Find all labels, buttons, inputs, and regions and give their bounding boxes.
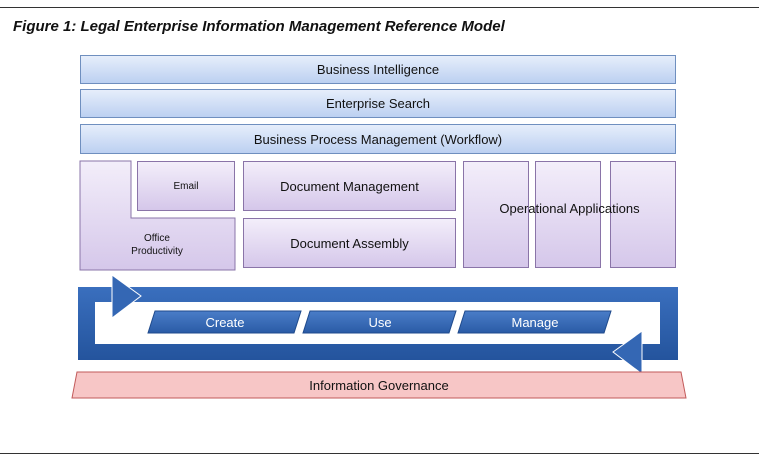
manage-step-label: Manage	[511, 314, 559, 330]
email-box: Email	[137, 161, 235, 211]
create-step-label: Create	[205, 314, 245, 330]
loop-arrow-top-left	[111, 274, 142, 320]
operational-app-column-3	[610, 161, 676, 268]
operational-app-column-2	[535, 161, 601, 268]
office-productivity-label: Office Productivity	[131, 233, 183, 257]
manage-step-shape	[457, 310, 612, 334]
create-step-shape	[147, 310, 302, 334]
document-assembly-box: Document Assembly	[243, 218, 456, 268]
operational-applications-label: Operational Applications	[499, 201, 640, 216]
top-rule	[0, 7, 759, 8]
information-governance-shape	[71, 371, 687, 399]
document-management-box: Document Management	[243, 161, 456, 211]
information-governance-label: Information Governance	[309, 377, 449, 393]
bottom-rule	[0, 453, 759, 454]
use-step-label: Use	[368, 314, 392, 330]
use-step-shape	[302, 310, 457, 334]
operational-app-column-1	[463, 161, 529, 268]
figure-caption: Figure 1: Legal Enterprise Information M…	[13, 18, 505, 35]
enterprise-search-bar: Enterprise Search	[80, 89, 676, 118]
loop-arrow-bottom-right	[612, 330, 643, 376]
bpm-bar: Business Process Management (Workflow)	[80, 124, 676, 154]
business-intelligence-bar: Business Intelligence	[80, 55, 676, 84]
